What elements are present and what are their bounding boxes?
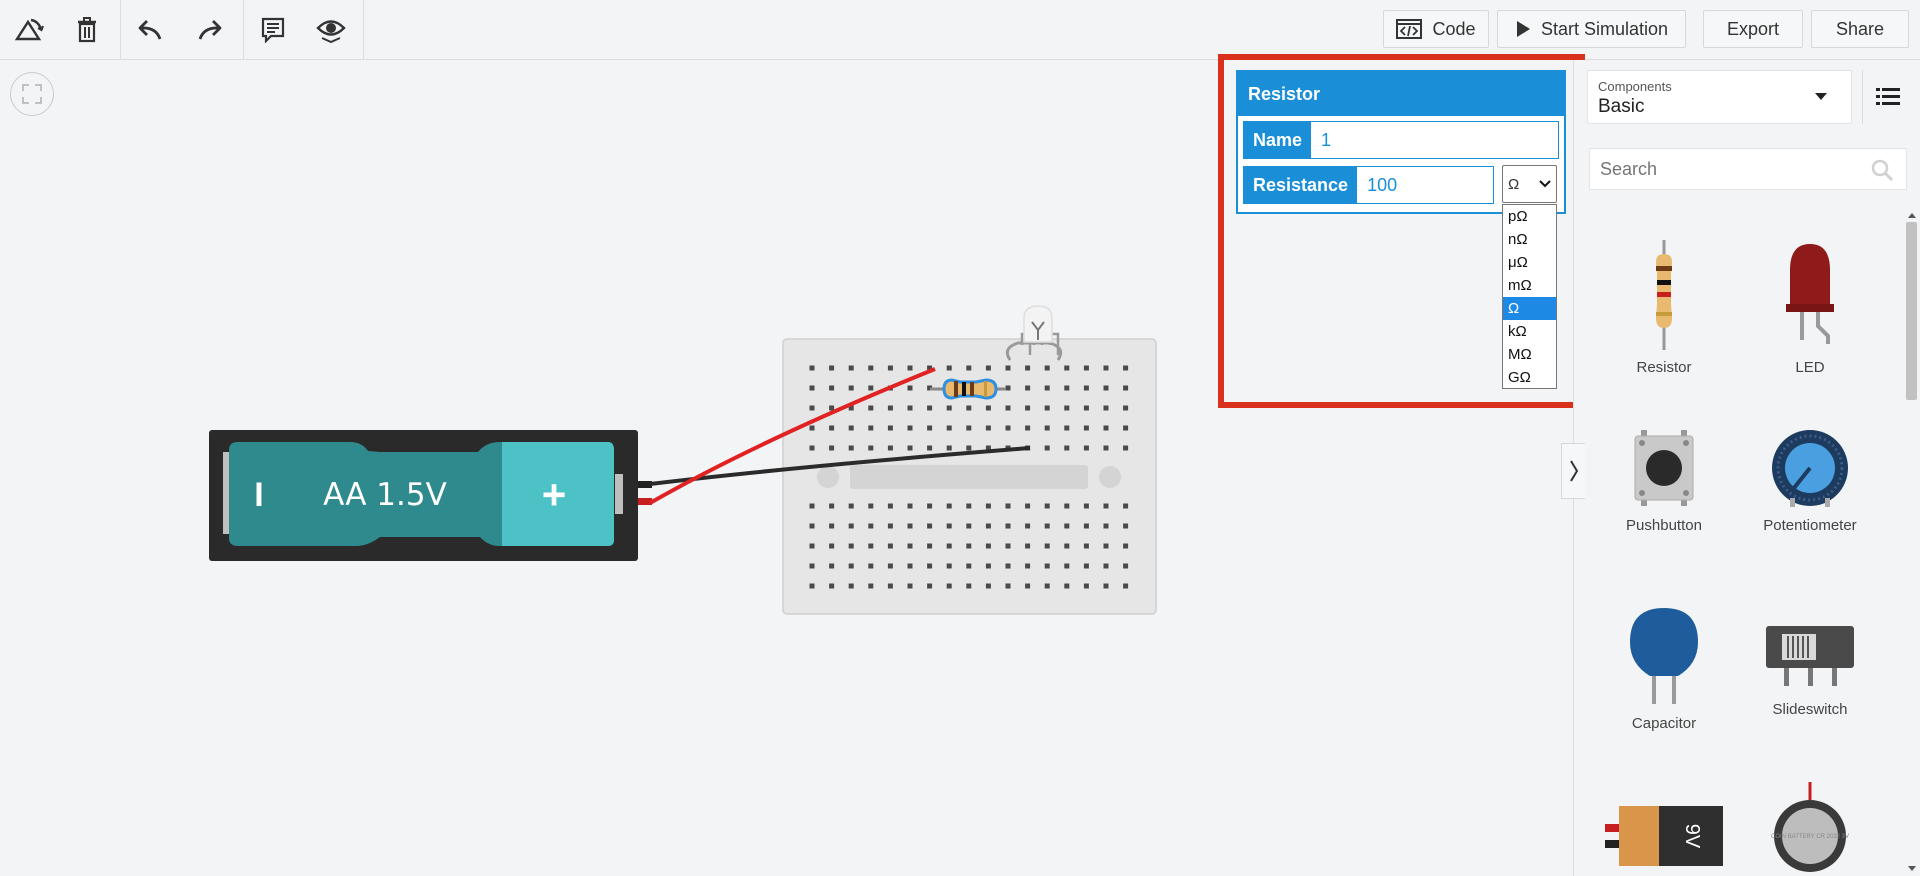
unit-option-nano[interactable]: nΩ (1508, 231, 1528, 248)
play-icon (1516, 21, 1530, 37)
resistance-field[interactable]: Resistance 100 (1243, 166, 1494, 204)
coin-battery-icon: COIN BATTERY CR 2032 3V (1771, 782, 1849, 872)
toolbar: Code Start Simulation Export Share (0, 0, 1920, 60)
chevron-right-icon (1569, 460, 1578, 482)
name-label: Name (1244, 122, 1312, 158)
pushbutton-icon (1634, 430, 1694, 506)
unit-option-giga[interactable]: GΩ (1508, 369, 1531, 386)
toolbar-divider (120, 0, 121, 60)
capacitor-icon (1630, 608, 1698, 704)
toolbar-left (0, 0, 116, 60)
search-input[interactable] (1590, 149, 1850, 189)
visibility-button[interactable] (302, 0, 360, 60)
component-led[interactable]: LED (1740, 240, 1880, 376)
sidebar-collapse-button[interactable] (1561, 443, 1585, 499)
notes-button[interactable] (244, 0, 302, 60)
breadboard[interactable] (782, 338, 1157, 615)
component-name: LED (1795, 359, 1825, 376)
component-name: Capacitor (1631, 715, 1697, 732)
redo-button[interactable] (180, 0, 238, 60)
unit-option-micro[interactable]: μΩ (1508, 254, 1528, 271)
eye-icon (316, 20, 346, 43)
components-label: Components (1598, 79, 1672, 94)
share-label: Share (1835, 18, 1885, 39)
wire-red[interactable] (649, 367, 936, 505)
start-simulation-button[interactable]: Start Simulation (1497, 10, 1686, 48)
undo-button[interactable] (122, 0, 180, 60)
coin-battery-label: COIN BATTERY CR 2032 3V (1771, 834, 1849, 840)
code-button-label: Code (1432, 18, 1476, 39)
unit-dropdown-list: pΩ nΩ μΩ mΩ Ω kΩ MΩ GΩ (1502, 204, 1557, 389)
search-icon (1871, 159, 1894, 182)
export-button[interactable]: Export (1703, 10, 1803, 48)
resistor-icon (1656, 240, 1672, 350)
component-resistor[interactable]: Resistor (1594, 240, 1734, 376)
redo-icon (198, 20, 222, 40)
code-button[interactable]: Code (1383, 10, 1489, 48)
start-simulation-label: Start Simulation (1540, 18, 1669, 39)
component-name: Potentiometer (1763, 517, 1857, 534)
slideswitch-icon (1766, 626, 1854, 686)
caret-down-icon (1815, 93, 1827, 100)
unit-option-milli[interactable]: mΩ (1508, 277, 1532, 294)
resistance-unit-select[interactable]: Ω (1502, 165, 1557, 203)
toolbar-divider (363, 0, 364, 60)
category-value: Basic (1598, 96, 1645, 117)
battery-aa[interactable]: I AA 1.5V + (209, 430, 652, 561)
list-view-button[interactable] (1862, 70, 1912, 124)
component-slideswitch[interactable]: Slideswitch (1740, 612, 1880, 718)
component-pushbutton[interactable]: Pushbutton (1594, 428, 1734, 534)
unit-option-ohm[interactable]: Ω (1503, 297, 1556, 320)
sidebar-scrollbar[interactable] (1904, 206, 1920, 876)
circuit-canvas[interactable]: I AA 1.5V + (0, 60, 1280, 876)
component-name: Pushbutton (1626, 517, 1702, 534)
name-value[interactable]: 1 (1321, 129, 1332, 150)
battery-minus-mark: I (254, 476, 263, 514)
notes-icon (261, 17, 285, 43)
resistance-label: Resistance (1244, 167, 1358, 203)
battery-label: AA 1.5V (323, 477, 447, 513)
code-icon (1396, 19, 1423, 39)
component-search (1589, 148, 1907, 190)
toolbar-history (122, 0, 238, 60)
component-name: Slideswitch (1772, 701, 1848, 718)
expand-icon (22, 84, 42, 104)
share-button[interactable]: Share (1811, 10, 1909, 48)
inspector-title: Resistor (1238, 72, 1564, 116)
led-icon (1786, 244, 1834, 344)
delete-button[interactable] (58, 0, 116, 60)
resistance-value[interactable]: 100 (1367, 174, 1398, 195)
unit-option-pico[interactable]: pΩ (1508, 208, 1528, 225)
rotate-icon (14, 18, 44, 41)
component-9v-battery[interactable]: 9V (1594, 796, 1734, 876)
unit-option-mega[interactable]: MΩ (1508, 346, 1532, 363)
unit-option-kilo[interactable]: kΩ (1508, 323, 1527, 340)
sidebar-scroll-thumb[interactable] (1906, 222, 1917, 400)
component-coin-battery[interactable]: COIN BATTERY CR 2032 3V (1740, 780, 1880, 876)
component-potentiometer[interactable]: Potentiometer (1740, 428, 1880, 534)
component-capacitor[interactable]: Capacitor (1594, 606, 1734, 732)
resistor-component[interactable] (930, 378, 1006, 400)
components-category-select[interactable]: Components Basic (1587, 70, 1852, 124)
trash-icon (78, 17, 96, 43)
rgb-led[interactable] (1005, 305, 1063, 361)
potentiometer-icon (1772, 430, 1848, 507)
unit-selected: Ω (1508, 175, 1520, 193)
toolbar-divider (243, 0, 244, 60)
battery-9v-icon: 9V (1605, 806, 1723, 866)
battery-9v-label: 9V (1681, 824, 1703, 849)
export-label: Export (1726, 18, 1780, 39)
list-icon (1875, 88, 1900, 105)
battery-plus-mark: + (542, 471, 567, 518)
chevron-down-icon (1539, 180, 1551, 188)
rotate-button[interactable] (0, 0, 58, 60)
component-name: Resistor (1636, 359, 1692, 376)
fit-to-view-button[interactable] (10, 72, 54, 116)
undo-icon (138, 20, 162, 40)
name-field[interactable]: Name 1 (1243, 121, 1559, 159)
toolbar-view (244, 0, 360, 60)
components-sidebar (1573, 60, 1920, 876)
